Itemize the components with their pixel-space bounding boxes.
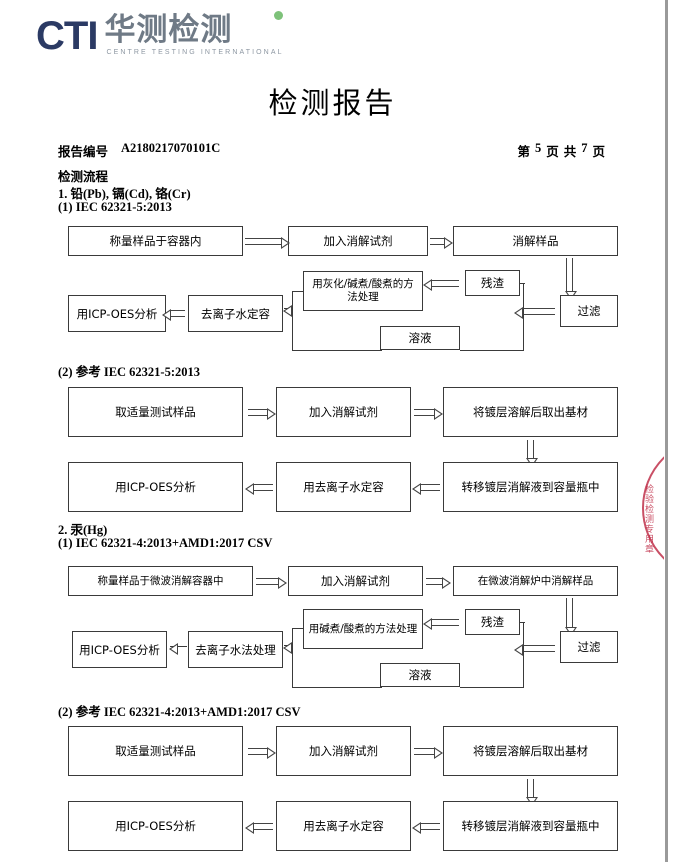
flow2-arrow-4 (412, 482, 440, 495)
page-current-prefix: 第 (517, 145, 530, 159)
flow1-box-residue: 残渣 (465, 270, 520, 296)
flow1-box-ash-alkali-acid: 用灰化/碱煮/酸煮的方法处理 (303, 271, 423, 311)
flow4-arrow-2 (414, 746, 443, 759)
flow1-arrow-1 (245, 236, 290, 249)
flow3-box-solution: 溶液 (380, 663, 460, 687)
flow1-arrow-7 (162, 308, 185, 321)
flow4-box-dilute-water: 用去离子水定容 (276, 801, 411, 851)
flow2-box-dilute-water: 用去离子水定容 (276, 462, 411, 512)
flow2-box-add-reagent: 加入消解试剂 (276, 387, 411, 437)
report-meta-row: 报告编号 A2180217070101C 第 5 页 共 7 页 (58, 141, 605, 160)
section-1-sub-1: (1) IEC 62321-5:2013 (58, 200, 172, 214)
flow1-line-3 (460, 350, 524, 351)
flow1-box-icp-oes: 用ICP-OES分析 (68, 295, 166, 332)
flow4-box-add-reagent: 加入消解试剂 (276, 726, 411, 776)
flow3-box-add-reagent: 加入消解试剂 (288, 566, 423, 596)
flow4-arrow-5 (245, 821, 273, 834)
flow3-line-8 (170, 646, 187, 647)
flow3-arrow-4 (514, 643, 555, 656)
logo-green-dot-icon (273, 11, 283, 20)
flow4-arrow-4 (412, 821, 440, 834)
flow1-line-1 (523, 283, 524, 350)
section-1-sub-2: (2) 参考 IEC 62321-5:2013 (58, 365, 201, 379)
flow3-box-weigh-microwave: 称量样品于微波消解容器中 (68, 566, 253, 596)
flow2-box-icp-oes: 用ICP-OES分析 (68, 462, 243, 512)
flow1-arrow-5 (423, 278, 459, 291)
flow3-arrow-1 (256, 576, 287, 589)
flow2-box-take-sample: 取适量测试样品 (68, 387, 243, 437)
flow3-arrow-2 (426, 576, 451, 589)
flow2-arrow-2 (414, 407, 443, 420)
flowchart-4: 取适量测试样品 加入消解试剂 将镀层溶解后取出基材 转移镀层消解液到容量瓶中 用… (68, 726, 618, 851)
logo-english-name: CENTRE TESTING INTERNATIONAL (106, 49, 284, 56)
flow3-box-microwave-digest: 在微波消解炉中消解样品 (453, 566, 618, 596)
flowchart-1: 称量样品于容器内 加入消解试剂 消解样品 过滤 残渣 溶液 用灰化/碱煮/酸煮的… (68, 226, 618, 351)
page-current-number: 5 (534, 141, 542, 155)
flow1-arrowhead-1 (283, 305, 292, 317)
logo-wordmark: CTI (36, 14, 98, 58)
flow1-box-solution: 溶液 (380, 326, 460, 350)
flow3-box-deionized-water: 去离子水法处理 (188, 631, 283, 668)
flow4-box-icp-oes: 用ICP-OES分析 (68, 801, 243, 851)
flow3-box-residue: 残渣 (465, 609, 520, 635)
flow3-box-filter: 过滤 (560, 631, 618, 663)
flow1-arrow-2 (430, 236, 453, 249)
page-total-suffix: 页 (592, 145, 605, 159)
flow3-line-2 (520, 622, 525, 623)
flow-heading: 检测流程 (58, 170, 109, 184)
flow3-box-icp-oes: 用ICP-OES分析 (72, 631, 167, 668)
flow4-box-dissolve-coating: 将镀层溶解后取出基材 (443, 726, 618, 776)
flow1-line-4 (292, 291, 293, 350)
page-title: 检测报告 (268, 86, 397, 120)
flow1-line-5 (292, 291, 304, 292)
flow3-line-3 (460, 687, 524, 688)
flow3-line-1 (523, 622, 524, 687)
section-2-title: 2. 汞(Hg) (58, 523, 108, 537)
flow3-box-alkali-acid: 用碱煮/酸煮的方法处理 (303, 609, 423, 649)
flowchart-2: 取适量测试样品 加入消解试剂 将镀层溶解后取出基材 转移镀层消解液到容量瓶中 用… (68, 387, 618, 512)
cti-logo: CTI 华测检测 CENTRE TESTING INTERNATIONAL (36, 11, 284, 58)
report-number-value: A2180217070101C (121, 141, 221, 155)
flow1-line-2 (520, 283, 525, 284)
flow4-arrow-3 (525, 779, 538, 806)
flow4-box-transfer-solution: 转移镀层消解液到容量瓶中 (443, 801, 618, 851)
section-1-title: 1. 铅(Pb), 镉(Cd), 铬(Cr) (58, 187, 191, 201)
flow3-line-4 (292, 628, 293, 687)
flow1-box-filter: 过滤 (560, 295, 618, 327)
flow2-arrow-5 (245, 482, 273, 495)
flow1-line-6 (292, 350, 382, 351)
flow3-arrowhead-1 (283, 642, 292, 654)
report-number-group: 报告编号 A2180217070101C (58, 141, 220, 160)
flow3-arrow-5 (423, 617, 459, 630)
section-2-sub-2: (2) 参考 IEC 62321-4:2013+AMD1:2017 CSV (58, 705, 301, 719)
page-indicator: 第 5 页 共 7 页 (517, 141, 605, 160)
flowchart-3: 称量样品于微波消解容器中 加入消解试剂 在微波消解炉中消解样品 过滤 残渣 溶液… (68, 566, 618, 688)
flow4-box-take-sample: 取适量测试样品 (68, 726, 243, 776)
flow1-box-weigh-sample: 称量样品于容器内 (68, 226, 243, 256)
section-2-sub-1: (1) IEC 62321-4:2013+AMD1:2017 CSV (58, 536, 273, 550)
flow2-box-dissolve-coating: 将镀层溶解后取出基材 (443, 387, 618, 437)
flow3-line-6 (292, 687, 382, 688)
flow3-line-5 (292, 628, 304, 629)
flow4-arrow-1 (248, 746, 276, 759)
flow1-arrow-4 (514, 306, 555, 319)
flow2-arrow-1 (248, 407, 276, 420)
flow2-box-transfer-solution: 转移镀层消解液到容量瓶中 (443, 462, 618, 512)
page-total-number: 7 (581, 141, 588, 155)
logo-chinese-name: 华测检测 (104, 12, 233, 48)
flow3-arrowhead-2 (169, 643, 178, 655)
page-current-suffix: 页 (546, 145, 559, 159)
page-total-prefix: 共 (563, 145, 577, 159)
flow1-box-digest-sample: 消解样品 (453, 226, 618, 256)
flow1-box-add-reagent: 加入消解试剂 (288, 226, 428, 256)
report-number-label: 报告编号 (58, 145, 109, 159)
flow1-box-deionized-water: 去离子水定容 (188, 295, 283, 332)
report-page: CTI 华测检测 CENTRE TESTING INTERNATIONAL 检测… (36, 0, 668, 862)
